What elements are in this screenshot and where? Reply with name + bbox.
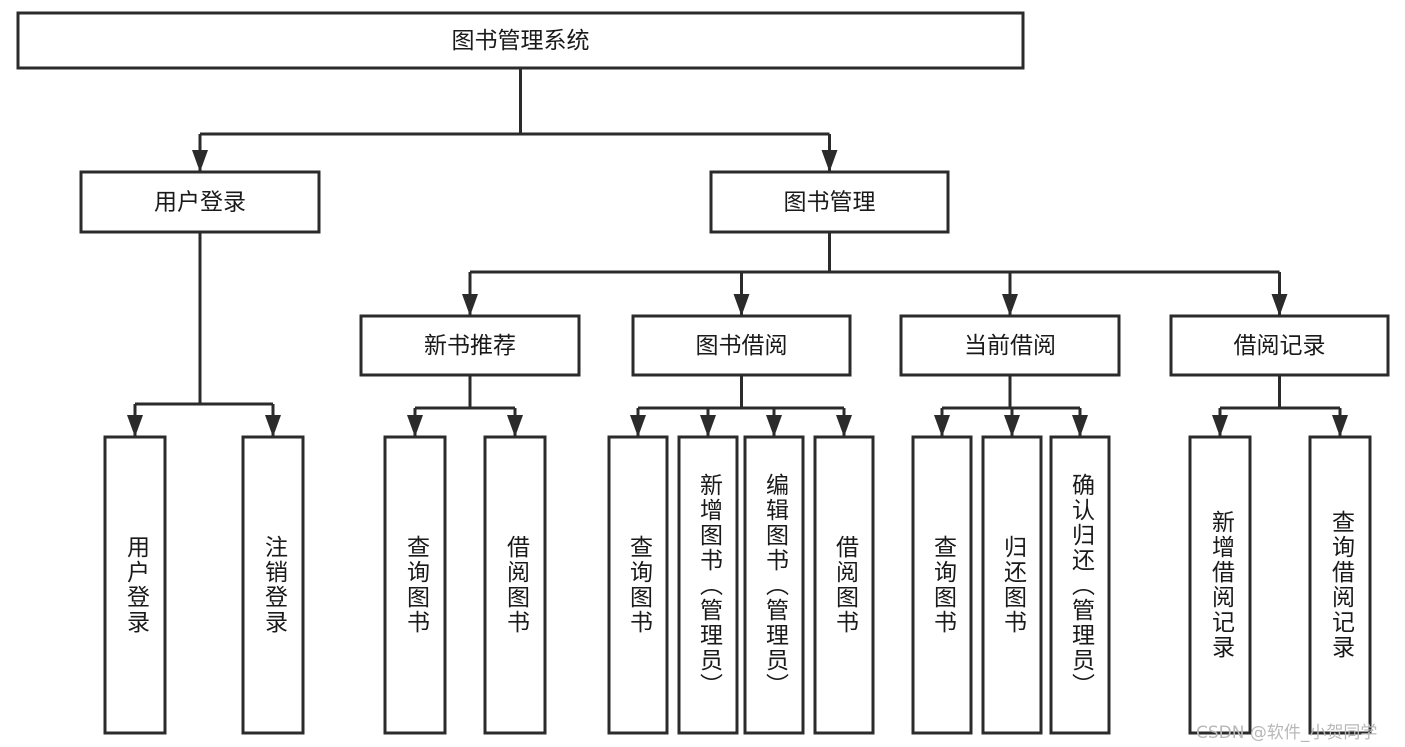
node-leaf-6[interactable] [743, 435, 805, 735]
arrow-head-icon [1212, 415, 1228, 437]
csdn-watermark: CSDN @软件_小贺同学 [1196, 723, 1378, 743]
node-root-system-label: 图书管理系统 [452, 28, 590, 54]
node-l3-3[interactable] [1169, 314, 1390, 377]
node-l3-2-label: 当前借阅 [964, 333, 1056, 359]
node-leaf-9[interactable] [981, 435, 1043, 735]
node-leaf-5[interactable] [677, 435, 739, 735]
arrow-head-icon [1332, 415, 1348, 437]
arrow-head-icon [1072, 415, 1088, 437]
arrow-head-icon [127, 415, 143, 437]
node-l3-1[interactable] [631, 314, 852, 377]
node-leaf-1[interactable] [241, 435, 305, 735]
arrow-head-icon [630, 415, 646, 437]
arrow-head-icon [934, 415, 950, 437]
arrow-head-icon [265, 415, 281, 437]
node-l2-1-label: 图书管理 [784, 190, 876, 216]
arrow-head-icon [407, 415, 423, 437]
arrow-head-icon [1271, 294, 1288, 316]
node-l2-0-label: 用户登录 [154, 190, 246, 216]
arrow-head-icon [1002, 294, 1018, 316]
node-leaf-4[interactable] [607, 435, 669, 735]
boxes-layer [16, 11, 1390, 735]
node-leaf-2[interactable] [383, 435, 447, 735]
node-root-system[interactable] [16, 11, 1025, 70]
arrow-head-icon [192, 150, 208, 172]
node-l3-0[interactable] [359, 314, 581, 377]
node-l2-1[interactable] [709, 170, 950, 234]
node-l3-0-label: 新书推荐 [424, 333, 516, 359]
node-leaf-10[interactable] [1049, 435, 1111, 735]
node-leaf-3[interactable] [483, 435, 547, 735]
node-l2-0[interactable] [79, 170, 321, 234]
node-leaf-11[interactable] [1188, 435, 1252, 735]
connectors-layer [127, 68, 1348, 437]
node-leaf-7[interactable] [813, 435, 875, 735]
arrow-head-icon [1004, 415, 1020, 437]
node-l3-2[interactable] [899, 314, 1121, 377]
node-leaf-8[interactable] [911, 435, 973, 735]
node-leaf-12[interactable] [1308, 435, 1372, 735]
node-l3-1-label: 图书借阅 [696, 333, 788, 359]
node-leaf-0[interactable] [103, 435, 167, 735]
arrow-head-icon [836, 415, 852, 437]
arrow-head-icon [507, 415, 523, 437]
arrow-head-icon [821, 150, 838, 172]
arrow-head-icon [462, 294, 478, 316]
arrow-head-icon [766, 415, 782, 437]
arrow-head-icon [700, 415, 716, 437]
arrow-head-icon [733, 294, 750, 316]
node-l3-3-label: 借阅记录 [1234, 333, 1326, 359]
